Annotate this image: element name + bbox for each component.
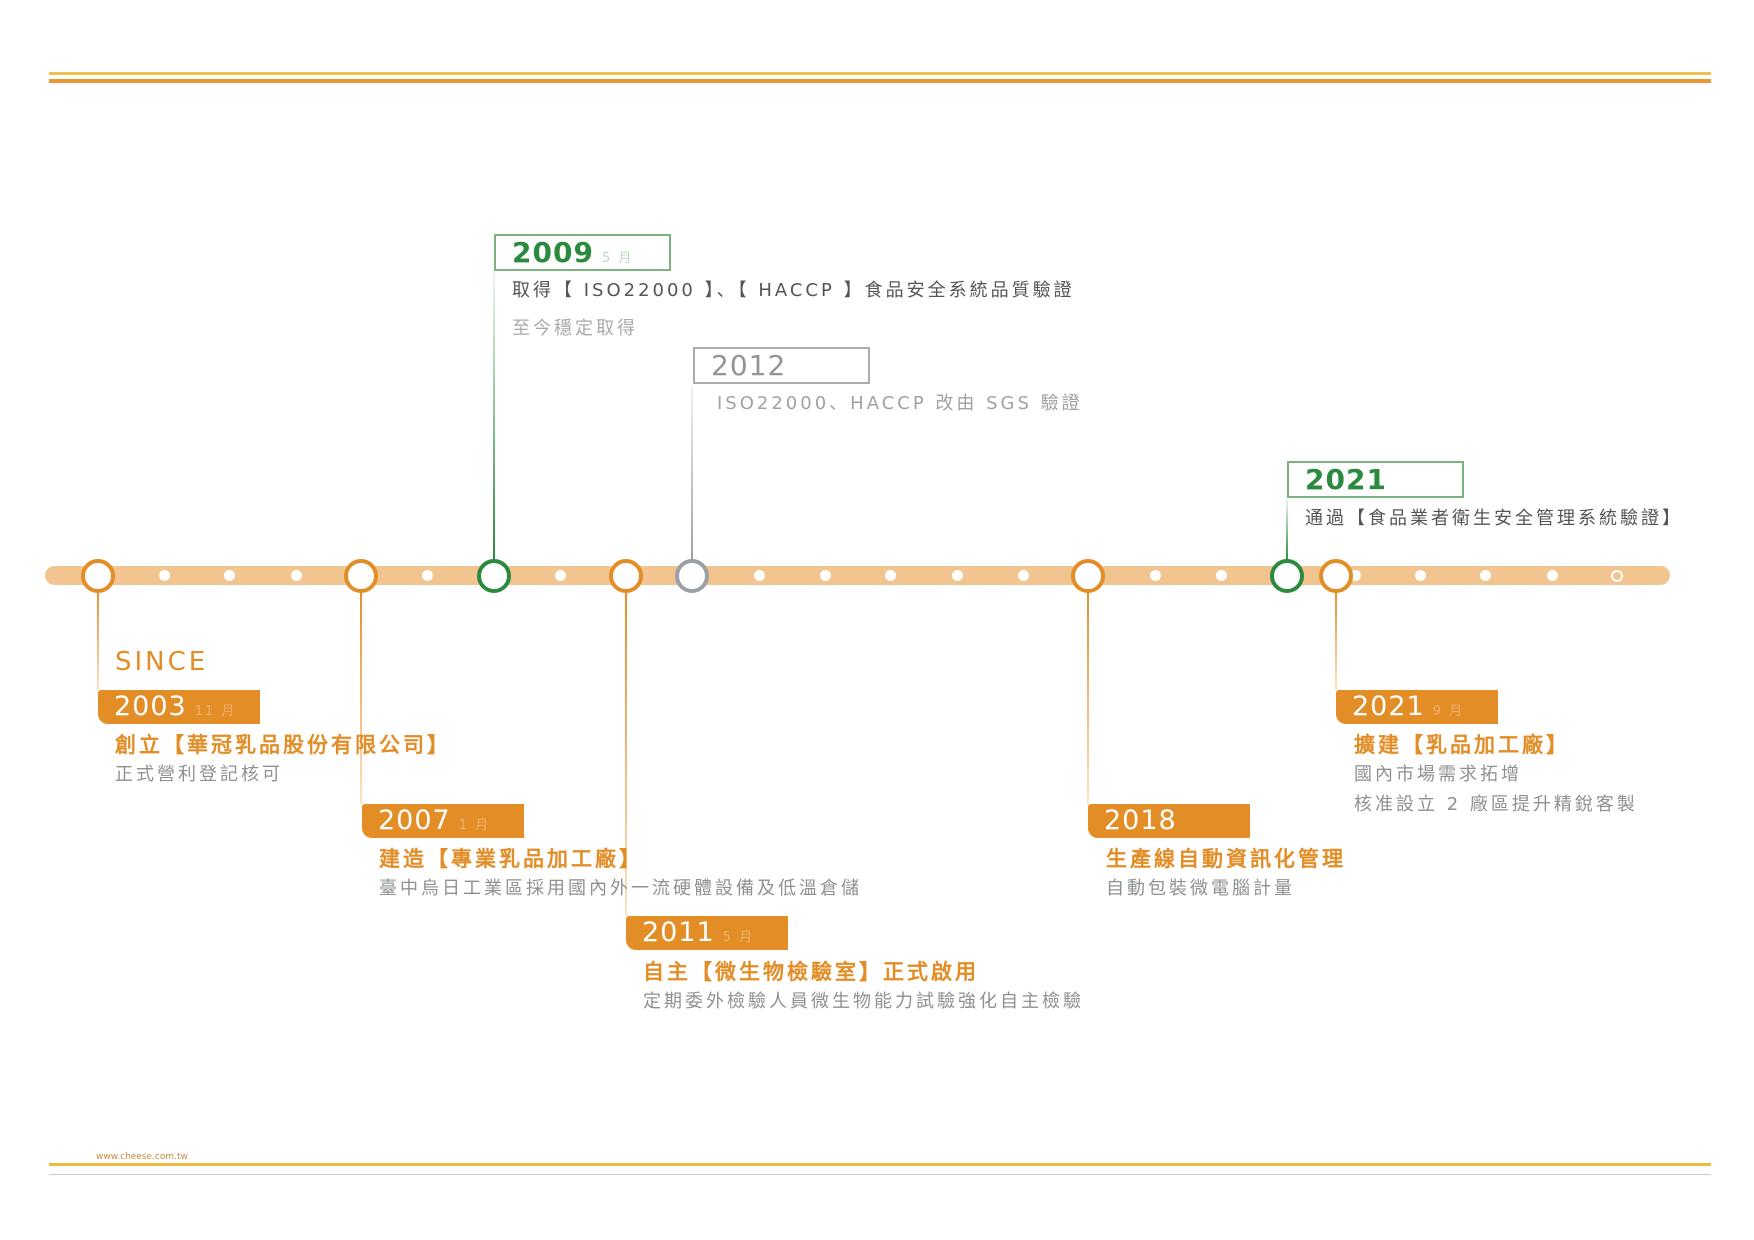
header-rule-thin: [49, 72, 1711, 75]
connector-2012: [691, 386, 693, 562]
timeline-dot: [1017, 570, 1029, 581]
year-box-2021-cert: 2021: [1287, 461, 1464, 498]
connector-2003: [97, 585, 99, 690]
connector-2021-cert: [1286, 499, 1288, 562]
footer-rule-thin: [49, 1174, 1711, 1175]
month-label: 9 月: [1432, 704, 1465, 719]
milestone-node-2003: [81, 559, 115, 593]
timeline-dot: [158, 570, 170, 581]
timeline-dot: [290, 570, 302, 581]
milestone-node-2011: [609, 559, 643, 593]
event-text-2009: 取得【 ISO22000 】、【 HACCP 】食品安全系統品質驗證: [512, 280, 1075, 301]
event-title-2007: 建造【專業乳品加工廠】: [379, 847, 643, 871]
timeline-dot: [223, 570, 235, 581]
year-label: 2011: [642, 917, 715, 948]
event-title-2021: 擴建【乳品加工廠】: [1354, 733, 1570, 757]
year-label: 2007: [378, 805, 451, 836]
event-text-2021-cert: 通過【食品業者衛生安全管理系統驗證】: [1305, 508, 1683, 529]
year-box-2012: 2012: [693, 347, 870, 384]
connector-2009: [493, 272, 495, 562]
milestone-node-2009: [477, 559, 511, 593]
connector-2007: [360, 585, 362, 804]
timeline-end-dot: [1611, 570, 1623, 582]
event-sub-2018: 自動包裝微電腦計量: [1106, 878, 1295, 899]
timeline-dot: [1546, 570, 1558, 581]
event-sub-2007: 臺中烏日工業區採用國內外一流硬體設備及低溫倉儲: [379, 878, 862, 899]
milestone-node-2021-cert: [1270, 559, 1304, 593]
event-title-2003: 創立【華冠乳品股份有限公司】: [115, 733, 451, 757]
timeline-dot: [554, 570, 566, 581]
year-label: 2003: [114, 691, 187, 722]
event-title-2018: 生產線自動資訊化管理: [1106, 847, 1346, 871]
timeline-dot: [1479, 570, 1491, 581]
timeline-dot: [753, 570, 765, 581]
timeline-dot: [1414, 570, 1426, 581]
timeline-dot: [1149, 570, 1161, 581]
connector-2018: [1087, 585, 1089, 804]
connector-2021: [1335, 585, 1337, 690]
month-label: 5 月: [722, 930, 755, 945]
event-sub-2003: 正式營利登記核可: [115, 764, 283, 785]
timeline-dot: [1215, 570, 1227, 581]
timeline-dot: [884, 570, 896, 581]
timeline-dot: [819, 570, 831, 581]
event-title-2011: 自主【微生物檢驗室】正式啟用: [643, 960, 979, 984]
event-sub-2021-line2: 核准設立 2 廠區提升精銳客製: [1354, 794, 1638, 815]
timeline-dot: [421, 570, 433, 581]
year-label: 2018: [1104, 805, 1177, 836]
event-sub-2009: 至今穩定取得: [512, 318, 638, 339]
milestone-node-2007: [344, 559, 378, 593]
timeline-dot: [1349, 570, 1361, 581]
year-box-2007: 2007 1 月: [362, 804, 524, 838]
footer-rule: [49, 1163, 1711, 1166]
milestone-node-2021: [1319, 559, 1353, 593]
header-rule-thick: [49, 79, 1711, 83]
month-label: 11 月: [194, 704, 237, 719]
timeline-track: [45, 566, 1670, 585]
year-label: 2021: [1352, 691, 1425, 722]
month-label: 1 月: [458, 818, 491, 833]
event-sub-2021-line1: 國內市場需求拓增: [1354, 764, 1522, 785]
year-label: 2012: [711, 349, 787, 382]
year-box-2021: 2021 9 月: [1336, 690, 1498, 724]
milestone-node-2018: [1071, 559, 1105, 593]
year-label: 2021: [1305, 463, 1387, 496]
since-label: SINCE: [115, 647, 209, 677]
timeline-dot: [951, 570, 963, 581]
year-box-2003: 2003 11 月: [98, 690, 260, 724]
year-box-2011: 2011 5 月: [626, 916, 788, 950]
event-text-2012: ISO22000、HACCP 改由 SGS 驗證: [717, 393, 1083, 414]
event-sub-2011: 定期委外檢驗人員微生物能力試驗強化自主檢驗: [643, 991, 1084, 1012]
milestone-node-2012: [675, 559, 709, 593]
year-box-2018: 2018: [1088, 804, 1250, 838]
footer-url[interactable]: www.cheese.com.tw: [94, 1152, 190, 1162]
connector-2011: [625, 585, 627, 916]
